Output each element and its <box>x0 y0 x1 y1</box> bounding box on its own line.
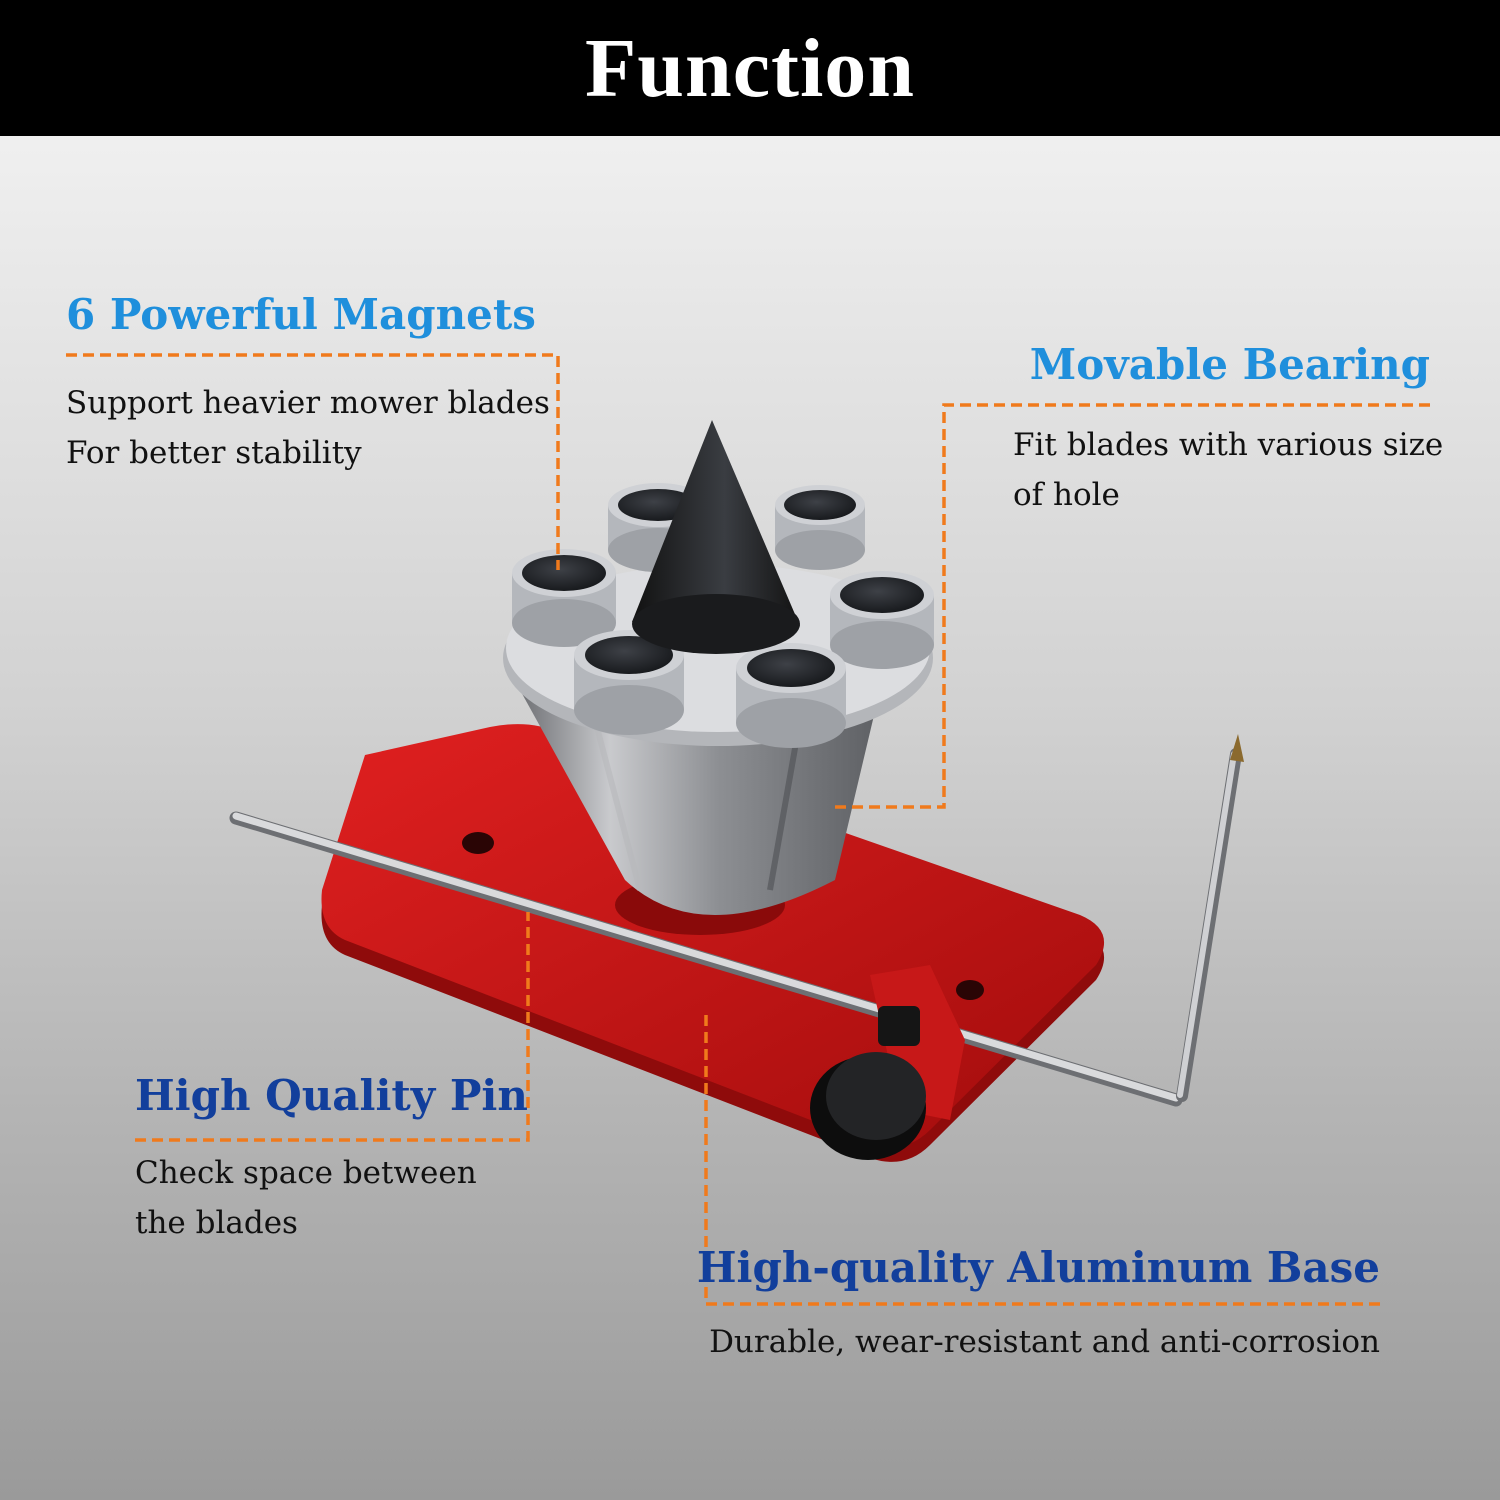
feature-desc-pin-line-1: Check space between <box>135 1155 477 1191</box>
feature-title-magnets: 6 Powerful Magnets <box>66 290 536 339</box>
leader-line-base <box>704 1010 1380 1306</box>
mount-hole <box>956 980 984 1000</box>
feature-desc-magnets-line-1: Support heavier mower blades <box>66 385 550 421</box>
magnet-icon <box>736 643 846 748</box>
magnet-icon <box>830 571 934 669</box>
feature-title-base: High-quality Aluminum Base <box>696 1243 1380 1292</box>
feature-title-pin: High Quality Pin <box>135 1071 528 1120</box>
pin-icon <box>229 734 1244 1107</box>
magnet-icon <box>512 549 616 647</box>
feature-desc-bearing-line-2: of hole <box>1013 477 1120 513</box>
feature-title-bearing: Movable Bearing <box>1029 340 1430 389</box>
leader-line-magnets <box>66 353 560 570</box>
feature-desc-base-line-1: Durable, wear-resistant and anti-corrosi… <box>709 1324 1380 1360</box>
leader-line-bearing <box>830 403 1430 809</box>
feature-desc-magnets-line-2: For better stability <box>66 435 362 471</box>
feature-desc-pin-line-2: the blades <box>135 1205 298 1241</box>
cone-icon <box>632 420 800 654</box>
magnets <box>512 483 934 748</box>
page-title: Function <box>584 21 916 115</box>
magnet-icon <box>775 485 865 570</box>
feature-desc-bearing-line-1: Fit blades with various size <box>1013 427 1444 463</box>
knob-icon <box>810 965 965 1160</box>
leader-line-pin <box>135 912 530 1142</box>
mount-hole <box>462 832 494 854</box>
magnet-icon <box>574 630 684 735</box>
title-banner: Function <box>0 0 1500 136</box>
leader-lines <box>66 353 1430 1306</box>
